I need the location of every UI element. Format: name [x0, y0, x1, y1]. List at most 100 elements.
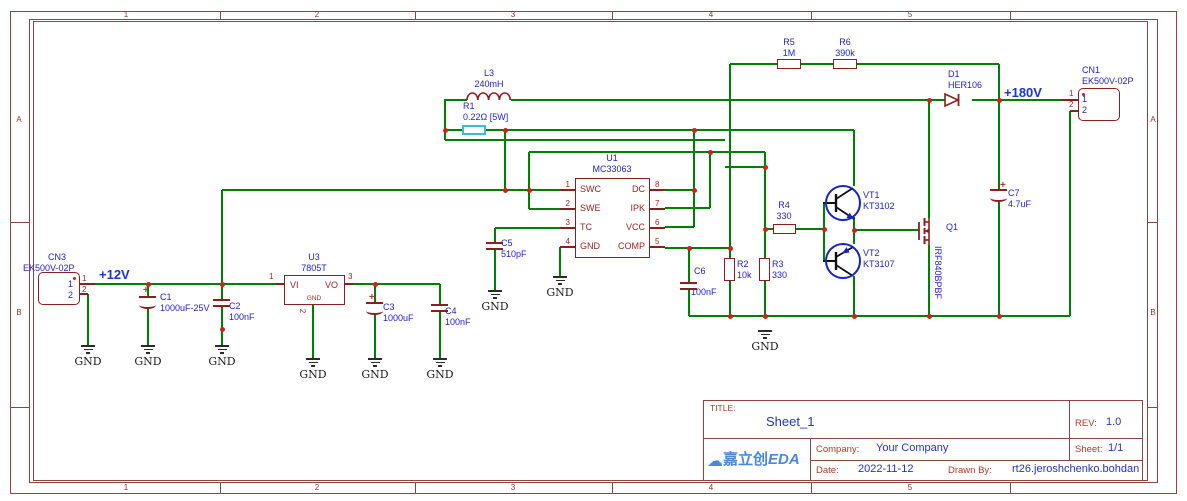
mosfet-q1[interactable]: [915, 213, 941, 249]
wire[interactable]: [857, 63, 999, 65]
wire[interactable]: [1069, 111, 1071, 316]
wire[interactable]: [529, 208, 560, 210]
wire[interactable]: [665, 189, 694, 191]
capacitor-c2[interactable]: [213, 299, 230, 301]
wire[interactable]: [494, 249, 496, 290]
resistor-r5[interactable]: [777, 59, 801, 69]
wire[interactable]: [823, 203, 825, 261]
wire[interactable]: [444, 99, 446, 140]
wire[interactable]: [147, 284, 149, 297]
resistor-r2[interactable]: [724, 258, 735, 281]
wire[interactable]: [528, 152, 530, 209]
wire[interactable]: [928, 100, 930, 218]
pin-lead[interactable]: [560, 208, 575, 210]
resistor-r1[interactable]: [462, 125, 486, 135]
transistor-vt1[interactable]: [821, 182, 867, 224]
net-label-180v[interactable]: +180V: [1004, 85, 1042, 100]
wire[interactable]: [445, 99, 467, 101]
capacitor-c3[interactable]: [366, 302, 383, 304]
wire[interactable]: [353, 283, 440, 285]
wire[interactable]: [689, 315, 1070, 317]
capacitor-c4[interactable]: [431, 310, 448, 312]
wire[interactable]: [853, 130, 855, 186]
wire[interactable]: [801, 63, 833, 65]
wire[interactable]: [764, 281, 766, 316]
company-value[interactable]: Your Company: [876, 442, 949, 454]
pin-lead[interactable]: [560, 227, 575, 229]
capacitor-c1[interactable]: [139, 296, 156, 298]
wire[interactable]: [95, 283, 276, 285]
wire[interactable]: [688, 248, 690, 283]
rev-value[interactable]: 1.0: [1106, 416, 1122, 428]
drawn-by-value[interactable]: rt26.jeroshchenko.bohdan: [1012, 463, 1140, 475]
wire[interactable]: [725, 166, 765, 168]
wire[interactable]: [729, 281, 731, 316]
net-label-12v[interactable]: +12V: [99, 267, 130, 282]
pin-lead[interactable]: [650, 189, 665, 191]
inductor-l3[interactable]: [466, 91, 512, 103]
pin-lead[interactable]: [345, 283, 353, 285]
wire[interactable]: [729, 64, 731, 258]
capacitor-c6[interactable]: [680, 282, 697, 284]
wire[interactable]: [765, 228, 773, 230]
wire[interactable]: [709, 152, 711, 208]
capacitor-c6[interactable]: [680, 288, 697, 290]
wire[interactable]: [511, 99, 945, 101]
ic-u3-7805[interactable]: [284, 275, 345, 305]
wire[interactable]: [439, 284, 441, 305]
pin-lead[interactable]: [1070, 110, 1078, 112]
wire[interactable]: [529, 151, 765, 153]
wire[interactable]: [87, 294, 89, 345]
resistor-r3[interactable]: [759, 258, 770, 281]
wire[interactable]: [374, 315, 376, 358]
pin-lead[interactable]: [650, 208, 665, 210]
wire[interactable]: [445, 129, 462, 131]
capacitor-c2[interactable]: [213, 305, 230, 307]
capacitor-c5[interactable]: [486, 248, 503, 250]
wire[interactable]: [222, 189, 560, 191]
wire[interactable]: [688, 289, 690, 316]
wire[interactable]: [764, 152, 766, 258]
wire[interactable]: [730, 63, 777, 65]
wire[interactable]: [439, 311, 441, 358]
wire[interactable]: [504, 130, 506, 190]
wire[interactable]: [928, 245, 930, 316]
wire[interactable]: [445, 139, 725, 141]
pin-lead[interactable]: [650, 246, 665, 248]
wire[interactable]: [998, 64, 1000, 100]
pin-lead[interactable]: [1062, 99, 1078, 101]
wire[interactable]: [998, 100, 1000, 190]
date-value[interactable]: 2022-11-12: [858, 463, 914, 475]
wire[interactable]: [972, 99, 1062, 101]
wire[interactable]: [854, 229, 919, 231]
capacitor-c7[interactable]: [990, 194, 1007, 202]
resistor-r4[interactable]: [773, 224, 796, 234]
wire[interactable]: [374, 284, 376, 303]
wire[interactable]: [796, 228, 824, 230]
wire[interactable]: [693, 130, 695, 227]
wire[interactable]: [221, 190, 223, 284]
connector-cn1[interactable]: [1078, 88, 1120, 121]
pin-lead[interactable]: [650, 227, 665, 229]
sheet-title[interactable]: Sheet_1: [766, 414, 815, 429]
wire[interactable]: [998, 202, 1000, 316]
wire[interactable]: [221, 284, 223, 300]
wire[interactable]: [221, 306, 223, 345]
capacitor-c4[interactable]: [431, 304, 448, 306]
wire[interactable]: [665, 207, 710, 209]
resistor-r6[interactable]: [833, 59, 857, 69]
pin-lead[interactable]: [80, 293, 88, 295]
ic-u1-mc33063[interactable]: [575, 178, 650, 258]
pin-lead[interactable]: [80, 283, 95, 285]
capacitor-c7[interactable]: [990, 189, 1007, 191]
wire[interactable]: [486, 129, 854, 131]
pin-lead[interactable]: [560, 246, 575, 248]
pin-lead[interactable]: [560, 189, 575, 191]
wire[interactable]: [559, 247, 561, 276]
wire[interactable]: [853, 276, 855, 316]
wire[interactable]: [312, 305, 314, 358]
wire[interactable]: [495, 227, 560, 229]
sheet-value[interactable]: 1/1: [1108, 442, 1124, 454]
wire[interactable]: [147, 309, 149, 345]
pin-lead[interactable]: [276, 283, 284, 285]
